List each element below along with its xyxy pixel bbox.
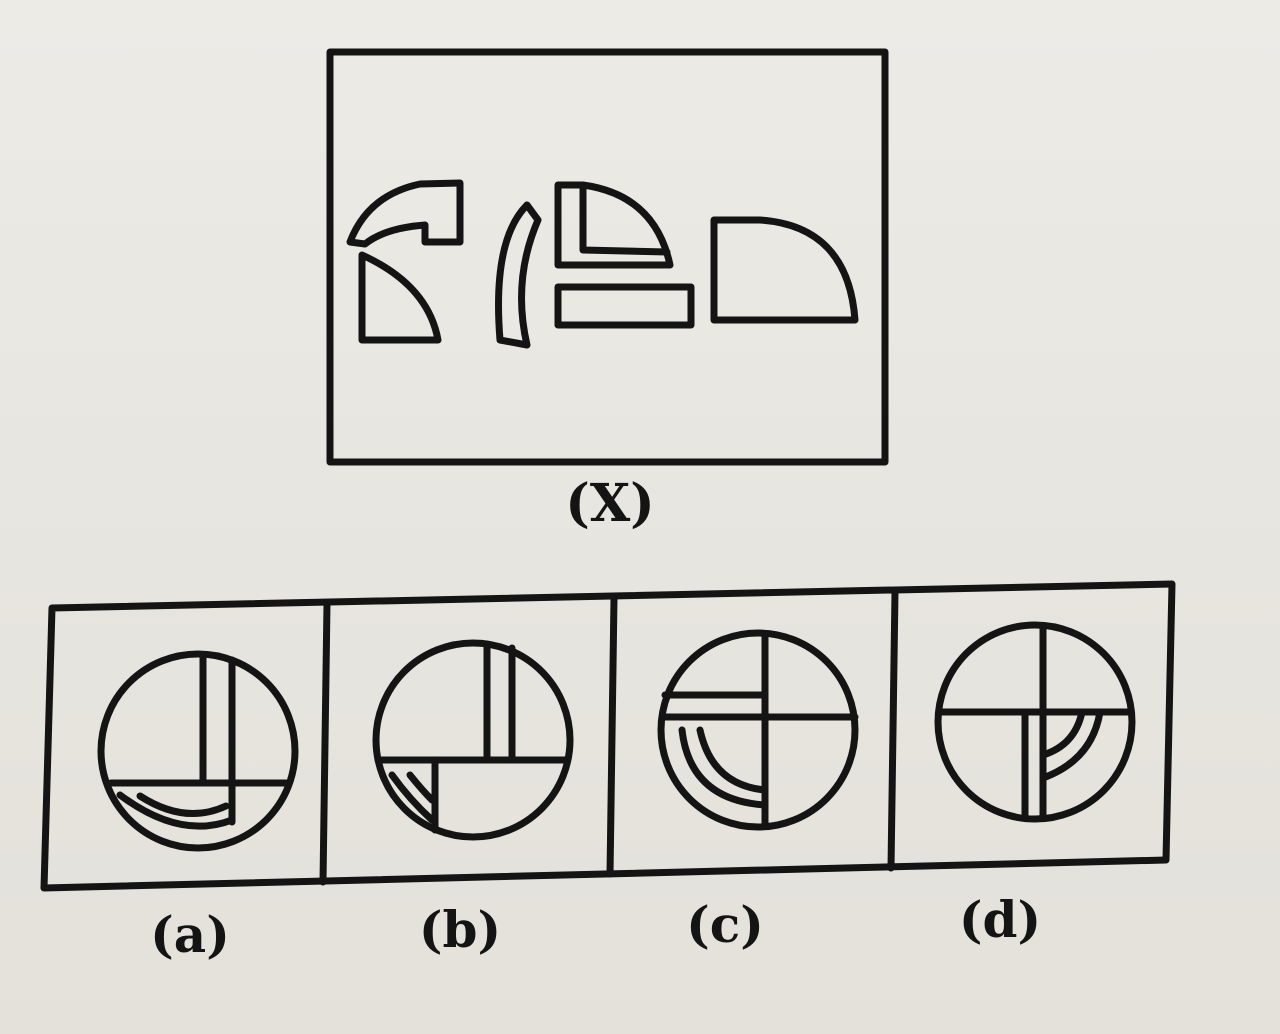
circle-quad-option-c[interactable] xyxy=(657,629,859,831)
options-frame xyxy=(40,580,1176,892)
piece-bottom-left-sector xyxy=(358,251,442,344)
question-figure-label: (X) xyxy=(565,473,655,534)
question-figure-frame xyxy=(326,48,889,466)
option-d-label: (d) xyxy=(958,890,1042,949)
circle-quad-option-b[interactable] xyxy=(372,639,574,841)
option-divider-1 xyxy=(319,600,331,886)
piece-right-sector xyxy=(710,216,859,324)
option-divider-2 xyxy=(606,594,618,878)
circle-quad-option-a[interactable] xyxy=(97,650,299,852)
piece-curved-strip xyxy=(495,201,542,349)
option-a-label: (a) xyxy=(150,905,230,964)
piece-horizontal-bar xyxy=(554,283,695,329)
option-divider-3 xyxy=(887,588,899,872)
option-b-label: (b) xyxy=(418,900,502,959)
piece-top-left-arc xyxy=(346,179,464,248)
piece-top-middle-sector xyxy=(554,181,674,269)
option-c-label: (c) xyxy=(686,895,764,954)
piece-top-middle-inner xyxy=(579,181,671,256)
circle-quad-option-d[interactable] xyxy=(934,621,1136,823)
